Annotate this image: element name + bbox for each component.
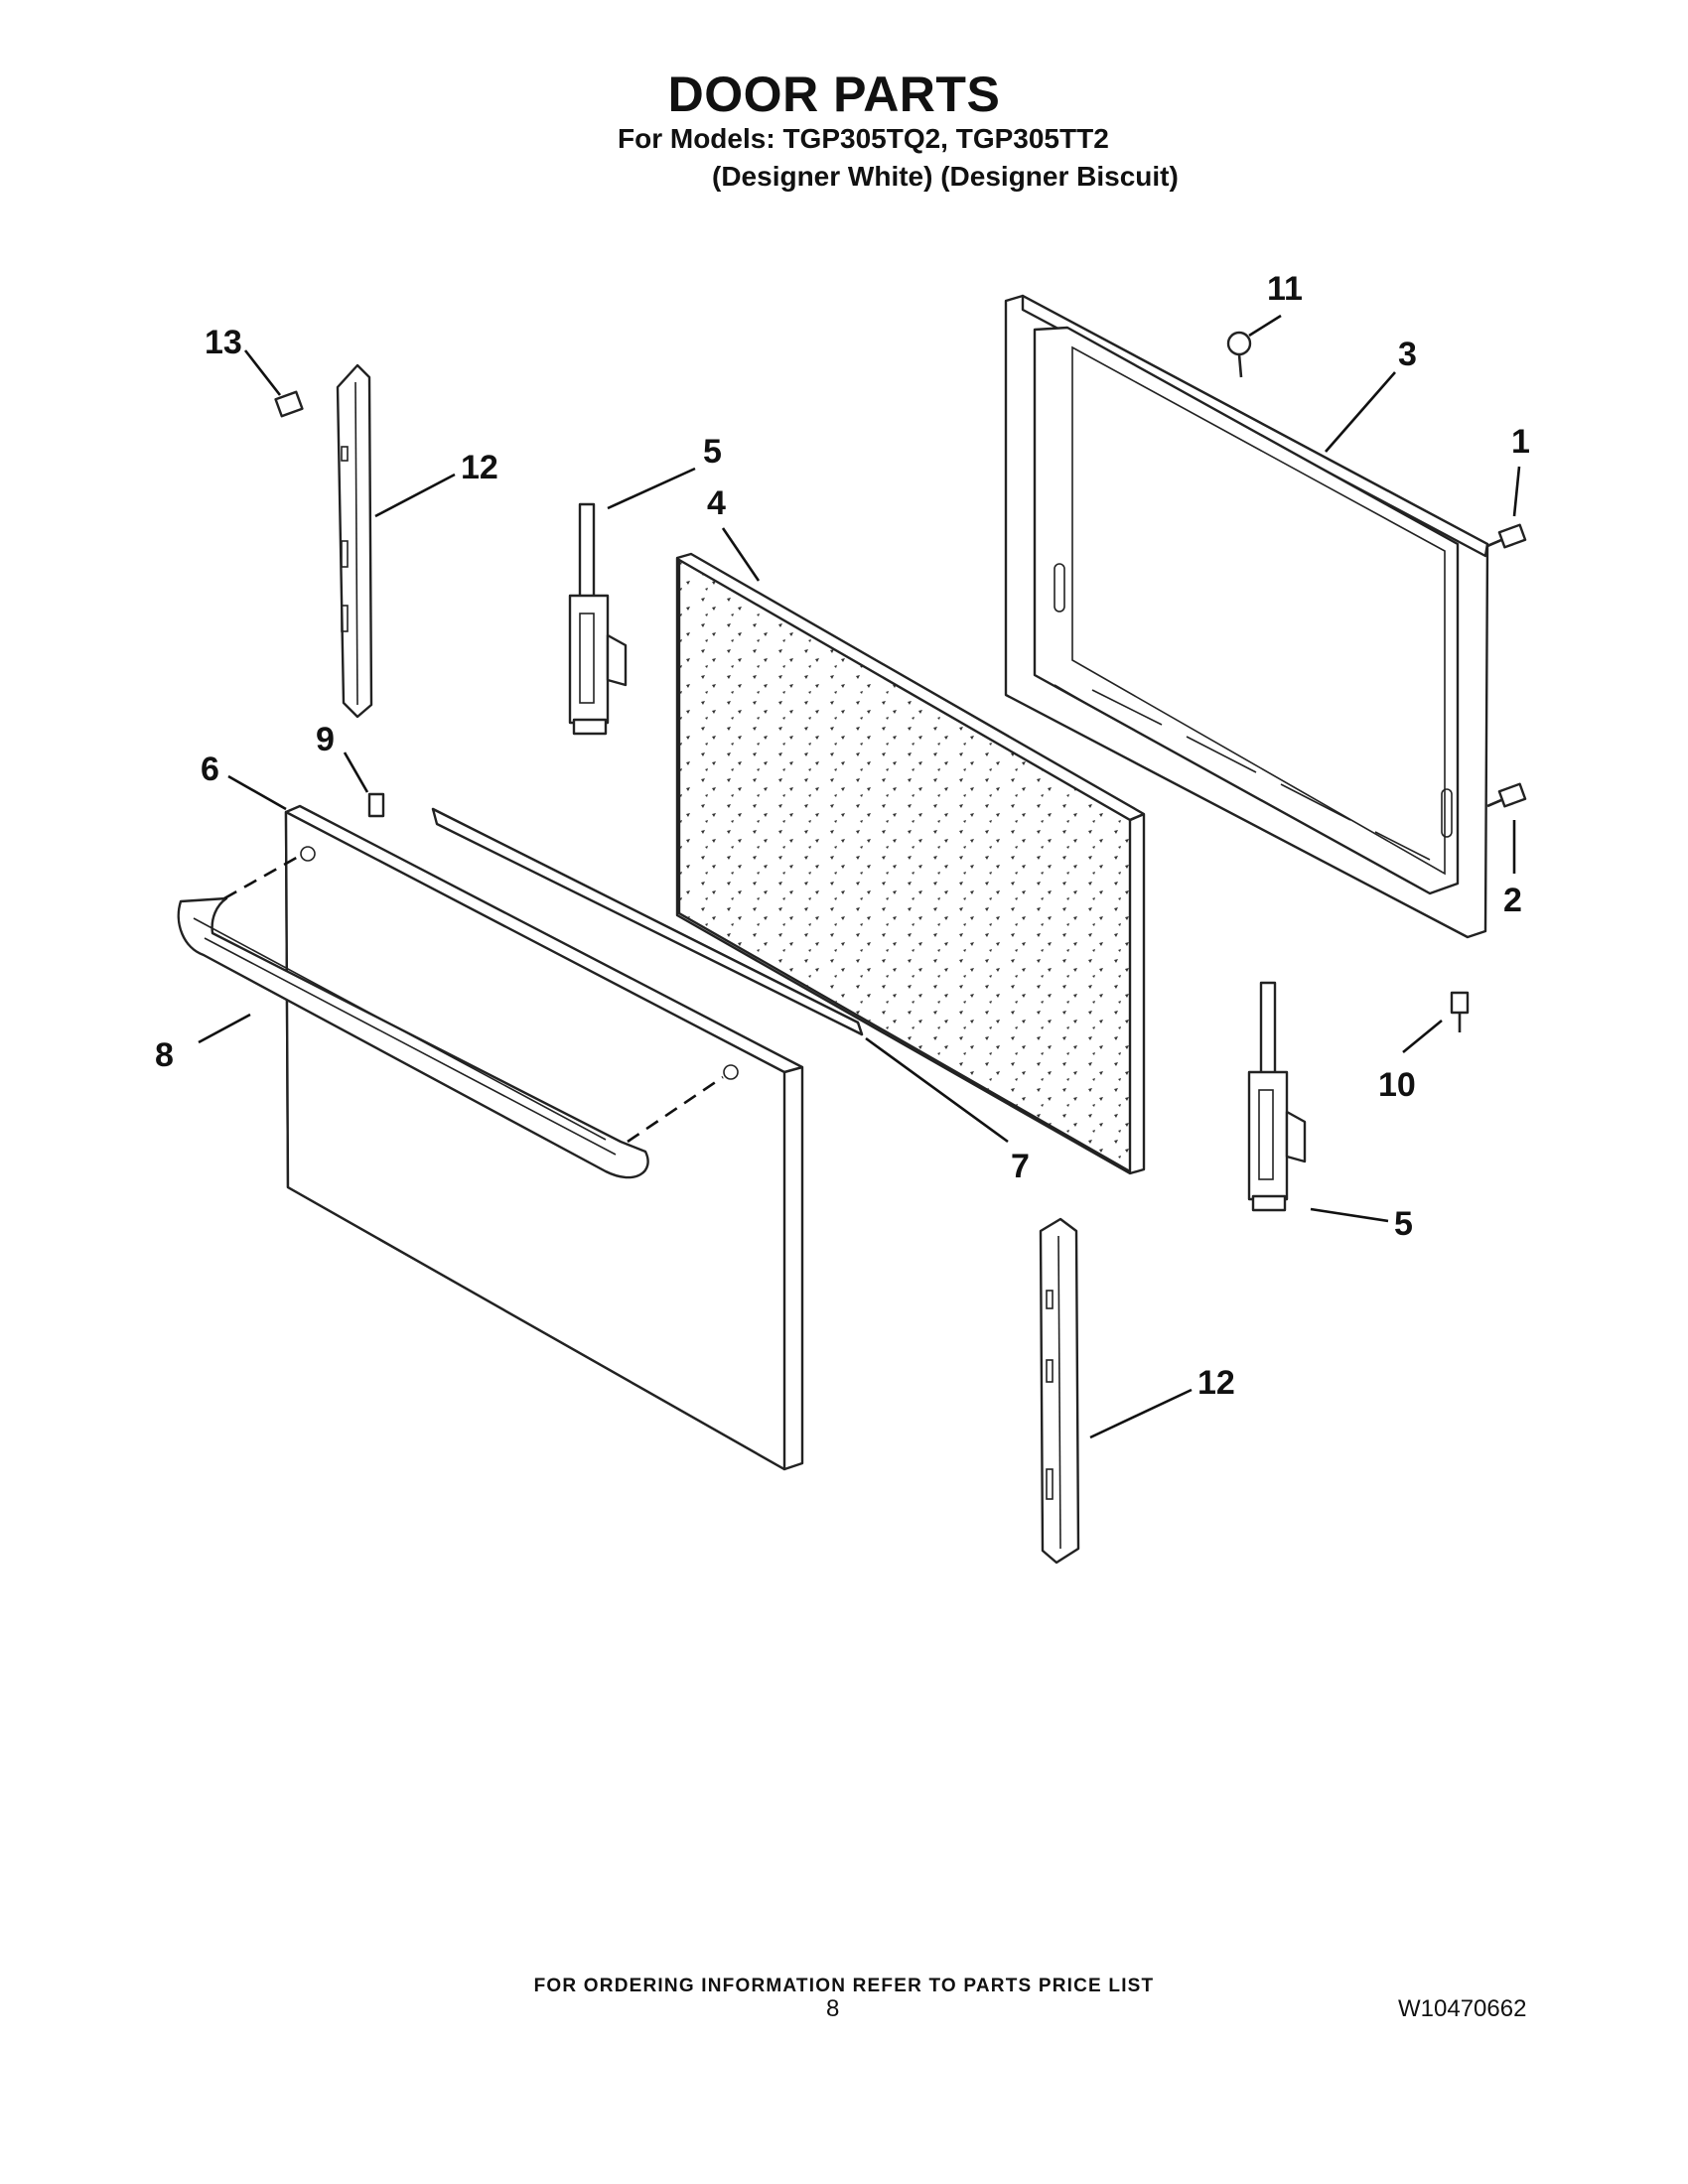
- leader-7: [865, 1036, 1009, 1144]
- document-number: W10470662: [1398, 1995, 1527, 2022]
- leader-6: [227, 774, 287, 811]
- callout-2: 2: [1503, 882, 1522, 919]
- leader-11: [1248, 314, 1282, 338]
- leader-9: [343, 751, 369, 793]
- screw-10: [1450, 991, 1470, 1032]
- callout-5-lower: 5: [1394, 1205, 1413, 1243]
- leader-5b: [1310, 1207, 1389, 1223]
- callout-12-lower: 12: [1197, 1364, 1235, 1402]
- door-gasket-strip: [431, 807, 864, 1036]
- leader-10: [1402, 1019, 1443, 1054]
- leader-1: [1512, 466, 1521, 517]
- callout-12-upper: 12: [461, 449, 498, 486]
- ordering-note: FOR ORDERING INFORMATION REFER TO PARTS …: [533, 1976, 1155, 1996]
- callout-7: 7: [1011, 1148, 1030, 1185]
- screw-1: [1486, 523, 1527, 549]
- screw-11: [1226, 331, 1252, 378]
- leader-4: [721, 527, 761, 582]
- callout-3: 3: [1398, 336, 1417, 373]
- leader-3: [1325, 371, 1396, 453]
- leader-5a: [607, 467, 696, 510]
- callout-9: 9: [316, 721, 335, 758]
- model-variants: (Designer White) (Designer Biscuit): [712, 161, 1179, 192]
- screw-13: [274, 390, 304, 418]
- callout-11: 11: [1267, 270, 1303, 308]
- callout-10: 10: [1378, 1066, 1416, 1104]
- outer-door-frame: [1004, 294, 1489, 939]
- page-title: DOOR PARTS: [667, 67, 1001, 122]
- leader-12a: [374, 473, 456, 518]
- door-channel-left: [336, 363, 373, 719]
- callout-1: 1: [1511, 423, 1530, 461]
- door-insulation: [675, 552, 1146, 1175]
- door-channel-right: [1039, 1217, 1080, 1565]
- callout-13: 13: [205, 324, 242, 361]
- hinge-upper: [568, 502, 628, 736]
- callout-8: 8: [155, 1036, 174, 1074]
- callout-6: 6: [201, 751, 219, 788]
- leader-12b: [1089, 1388, 1193, 1439]
- page-number: 8: [826, 1995, 840, 2022]
- model-numbers: For Models: TGP305TQ2, TGP305TT2: [618, 123, 1109, 154]
- door-handle: [177, 896, 649, 1179]
- leader-8: [198, 1013, 251, 1044]
- callout-4: 4: [707, 484, 726, 522]
- callout-5-upper: 5: [703, 433, 722, 471]
- clip-9: [367, 792, 385, 818]
- screw-2: [1486, 782, 1527, 808]
- leader-13: [243, 349, 282, 396]
- hinge-lower: [1247, 981, 1307, 1212]
